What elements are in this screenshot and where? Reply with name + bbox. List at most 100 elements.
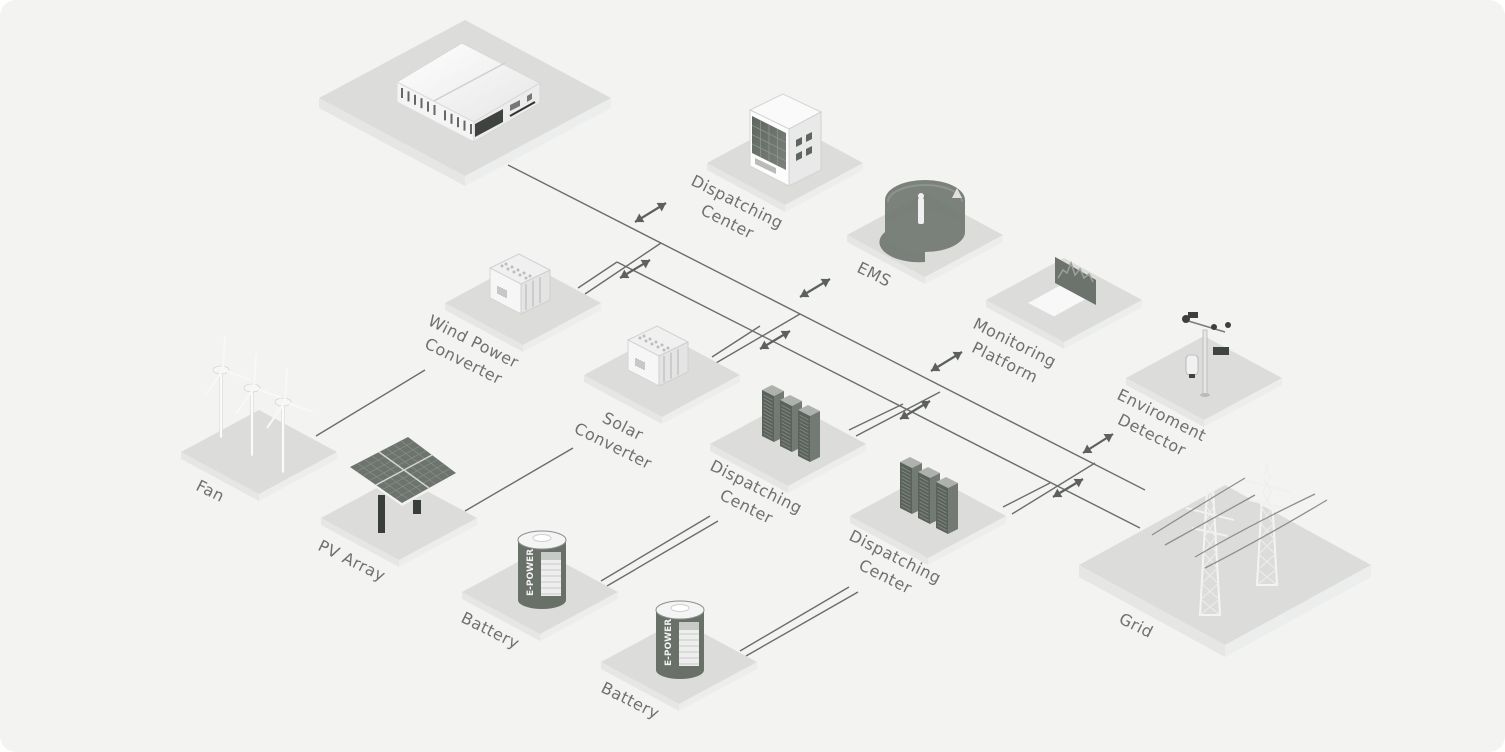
arrow-dispatch-low <box>1052 478 1084 498</box>
arrowhead-icon <box>931 362 941 372</box>
battery-brand-text: E-POWER <box>526 549 536 596</box>
server-racks-icon <box>762 385 820 462</box>
link-dispatch-low-b <box>1011 462 1096 515</box>
converter-cabinet-icon <box>488 253 552 315</box>
link-fan-wind-converter <box>315 369 426 437</box>
node-env-detector <box>1126 312 1282 427</box>
arrowhead-icon <box>920 400 930 410</box>
arrowhead-icon <box>900 410 910 420</box>
link-solar-converter-b <box>715 313 801 364</box>
transmission-towers-icon <box>1151 461 1328 616</box>
tile-side-left <box>1126 378 1204 427</box>
tile-side-left <box>462 592 540 641</box>
tile-side-right <box>399 518 477 567</box>
link-wind-converter-b <box>584 242 662 295</box>
arrowhead-icon <box>1103 434 1113 443</box>
arrowhead-icon <box>780 330 790 340</box>
link-dispatch-mid-b <box>855 391 941 437</box>
battery-1-device: E-POWER <box>517 530 567 609</box>
arrowhead-icon <box>952 351 962 361</box>
battery-brand-text: E-POWER <box>664 619 674 666</box>
link-pv-solar-converter <box>464 447 574 512</box>
node-wind-converter <box>445 253 601 352</box>
link-plant-grid <box>507 164 1146 491</box>
tile-side-left <box>707 163 785 212</box>
tile-side-left <box>319 98 465 186</box>
arrowhead-icon <box>1053 488 1063 498</box>
solar-panel-icon <box>348 436 459 533</box>
arrowhead-icon <box>620 269 630 279</box>
link-bus-lower <box>616 261 1141 529</box>
tile-side-right <box>465 98 611 186</box>
factory-icon <box>395 42 542 143</box>
node-solar-converter <box>584 325 740 424</box>
tile-side-left <box>601 662 679 711</box>
arrowhead-icon <box>635 213 645 223</box>
arrowhead-icon <box>656 202 666 212</box>
laptop-icon <box>1025 257 1098 318</box>
tile-top <box>321 476 477 560</box>
arrowhead-icon <box>820 278 830 288</box>
arrowhead-icon <box>1073 478 1083 488</box>
tile-pv <box>321 476 477 567</box>
tile-side-right <box>679 662 757 711</box>
battery-icon: E-POWER <box>517 530 567 609</box>
arrow-dispatch-top <box>634 202 667 223</box>
server-racks-icon <box>900 457 958 534</box>
wind-converter-device <box>488 253 552 315</box>
tile-side-left <box>850 516 928 565</box>
weather-station-icon <box>1182 312 1231 397</box>
arrowhead-icon <box>800 288 810 298</box>
arrowhead-icon <box>760 340 770 350</box>
tile-side-right <box>785 163 863 212</box>
tile-side-right <box>662 375 740 424</box>
tile-side-right <box>928 516 1006 565</box>
arrow-env-detector <box>1082 433 1114 454</box>
panorama-screen-icon <box>879 180 965 263</box>
tile-grid <box>1079 485 1371 657</box>
node-dispatch-mid <box>710 385 866 493</box>
arrow-monitoring <box>930 351 963 372</box>
link-solar-converter-a <box>711 325 761 358</box>
tile-top <box>1079 485 1371 645</box>
link-battery1-b <box>606 520 719 587</box>
arrowhead-icon <box>640 259 650 269</box>
tile-side-right <box>540 592 618 641</box>
dispatch-mid-device <box>762 385 820 462</box>
tile-side-left <box>710 444 788 493</box>
link-dispatch-mid-a <box>848 403 904 431</box>
link-battery1-a <box>600 515 711 582</box>
node-pv <box>321 436 477 567</box>
bidirectional-arrows <box>619 202 1114 498</box>
link-battery2-b <box>745 591 859 657</box>
tile-side-right <box>1204 378 1282 427</box>
tile-battery-2 <box>601 620 757 711</box>
dispatch-low-device <box>900 457 958 534</box>
link-battery2-a <box>739 586 850 652</box>
tile-side-left <box>445 303 523 352</box>
arrow-dispatch-mid <box>899 400 931 420</box>
tile-side-right <box>925 235 1003 284</box>
battery-2-device: E-POWER <box>655 600 705 679</box>
wind-turbines-icon <box>204 335 314 474</box>
tile-side-left <box>986 300 1064 349</box>
tile-side-right <box>1225 565 1371 657</box>
node-battery-2: E-POWER <box>601 600 757 711</box>
office-building-icon <box>748 93 823 187</box>
node-battery-1: E-POWER <box>462 530 618 641</box>
arrow-wind-converter <box>619 259 651 279</box>
node-grid <box>1079 461 1371 657</box>
tile-side-right <box>1064 300 1142 349</box>
node-ems <box>847 180 1003 284</box>
tile-side-left <box>847 235 925 284</box>
link-dispatch-low-a <box>1002 482 1051 508</box>
node-dispatch-low <box>850 457 1006 565</box>
tile-side-right <box>788 444 866 493</box>
arrow-solar-converter <box>759 330 791 350</box>
tile-side-right <box>523 303 601 352</box>
tile-side-right <box>259 452 337 501</box>
connection-lines <box>315 164 1146 657</box>
node-dispatch-top <box>707 93 863 212</box>
